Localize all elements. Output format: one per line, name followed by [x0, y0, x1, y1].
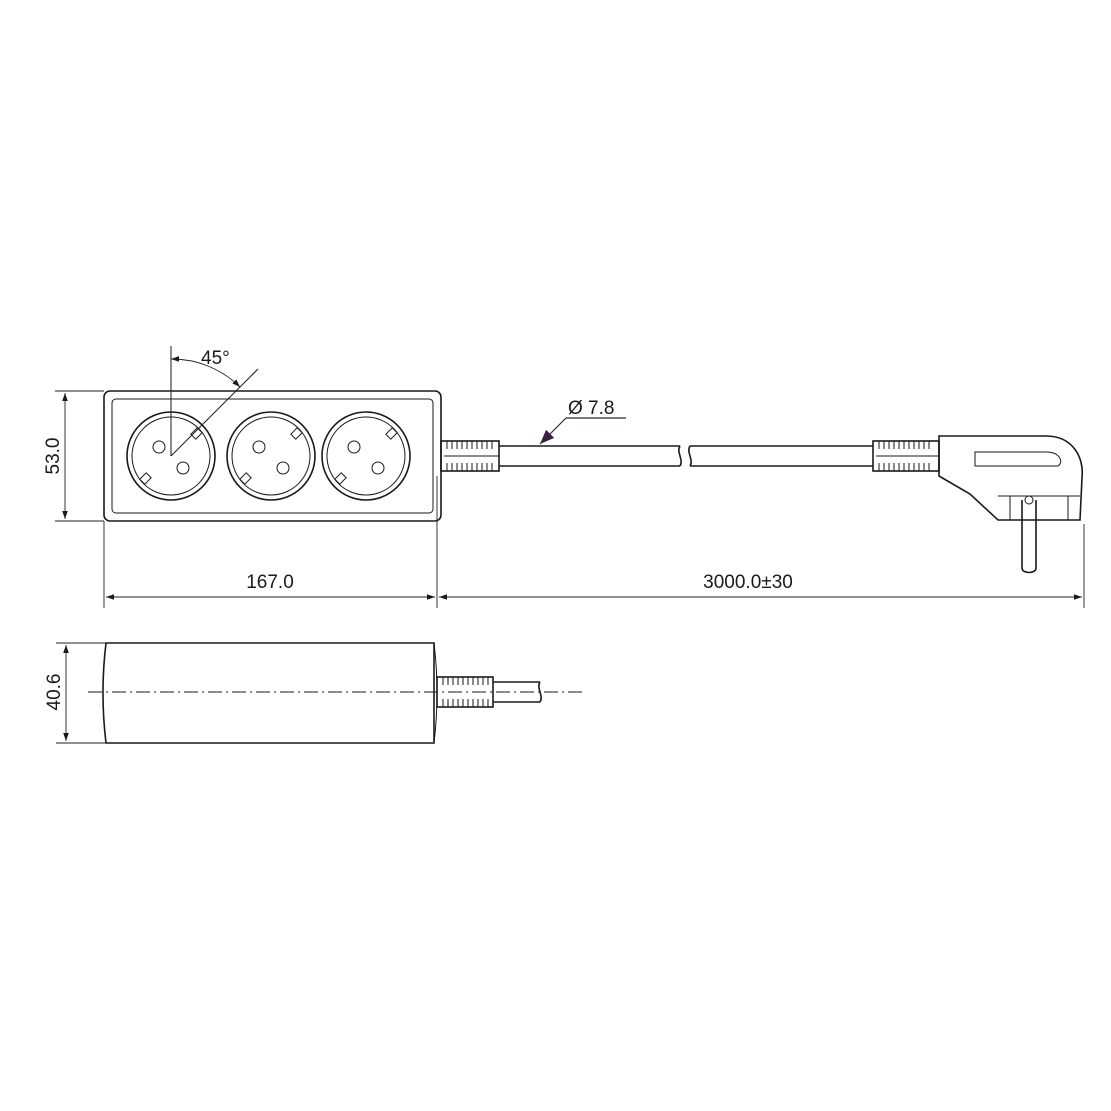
dimension-height-top: 53.0	[43, 390, 104, 522]
socket-hole	[176, 461, 190, 475]
housing-inner	[111, 398, 434, 514]
svg-text:53.0: 53.0	[43, 438, 64, 475]
angle-diagonal-line	[170, 368, 259, 457]
plug-pin	[1021, 500, 1037, 574]
side-view: 40.6	[44, 642, 582, 744]
angle-arc	[170, 356, 241, 388]
side-housing	[102, 642, 435, 744]
dimension-height-side: 40.6	[44, 642, 106, 744]
dimension-body-length: 167.0	[246, 572, 294, 593]
top-view: 45° Ø 7.8	[43, 346, 1085, 608]
strain-relief-plug	[872, 440, 940, 472]
svg-text:40.6: 40.6	[44, 674, 65, 711]
housing-outer	[103, 390, 442, 522]
socket-hole	[347, 440, 361, 454]
diameter-label: Ø 7.8	[568, 398, 614, 419]
socket-2	[226, 411, 316, 501]
socket-3	[321, 411, 411, 501]
angled-plug	[938, 435, 1083, 574]
socket-hole	[252, 440, 266, 454]
dimension-cable-length: 3000.0±30	[703, 572, 793, 593]
socket-hole	[152, 440, 166, 454]
socket-hole	[276, 461, 290, 475]
angle-label: 45°	[201, 348, 230, 369]
socket-hole	[371, 461, 385, 475]
dimension-lengths: 167.0 3000.0±30	[103, 476, 1085, 608]
cable	[499, 445, 873, 467]
strain-relief-housing	[440, 440, 500, 472]
